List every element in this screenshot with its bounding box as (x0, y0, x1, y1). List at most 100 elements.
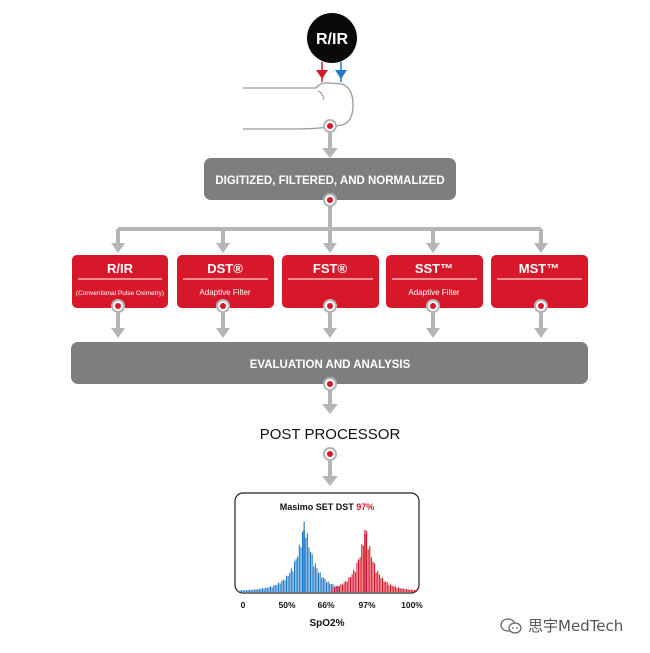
histogram-distribution (238, 521, 417, 592)
algorithm-box-rir: R/IR (Conventional Pulse Oximetry) (72, 255, 168, 308)
histogram-bar (329, 583, 331, 592)
histogram-bar (260, 588, 262, 592)
algorithm-subtitle: Adaptive Filter (408, 288, 459, 297)
histogram-bar (370, 557, 372, 592)
histogram-bar (407, 589, 409, 592)
histogram-bar (278, 582, 280, 592)
histogram-bar (327, 581, 329, 592)
histogram-bar (332, 587, 334, 592)
histogram-bar (353, 569, 355, 592)
histogram-bar (401, 588, 403, 592)
algorithm-subtitle: (Conventional Pulse Oximetry) (76, 290, 164, 297)
histogram-bar (346, 581, 348, 592)
histogram-bar (297, 556, 299, 592)
histogram-bar (276, 584, 278, 592)
algorithm-subtitle: Adaptive Filter (199, 288, 250, 297)
histogram-bar (372, 561, 374, 592)
histogram-bar (383, 581, 385, 592)
histogram-bar (356, 562, 358, 592)
post-processor-label: POST PROCESSOR (260, 426, 401, 443)
histogram-bar (330, 584, 332, 592)
histogram-bar (415, 589, 417, 592)
histogram-xlabel: SpO2% (309, 618, 344, 629)
histogram-bar (345, 581, 347, 592)
histogram-bar (386, 582, 388, 592)
histogram-bar (316, 568, 318, 592)
histogram-bar (287, 575, 289, 592)
histogram-bar (382, 577, 384, 592)
histogram-bar (314, 563, 316, 592)
histogram-bar (295, 559, 297, 592)
histogram-bar (375, 572, 377, 592)
histogram-bar (388, 585, 390, 592)
histogram-bar (273, 585, 275, 592)
histogram-bar (406, 589, 408, 592)
connector-stage2 (322, 377, 338, 414)
histogram-bar (359, 557, 361, 592)
connector-finger (322, 119, 338, 158)
histogram-bar (265, 587, 267, 592)
histogram-bar (255, 589, 257, 592)
tick-label: 0 (241, 600, 246, 610)
histogram-bar (369, 546, 371, 592)
tick-label: 66% (317, 600, 334, 610)
histogram-bar (354, 572, 356, 592)
histogram-bar (396, 588, 398, 592)
histogram-bar (271, 587, 273, 592)
algorithm-box-sst: SST™ Adaptive Filter (386, 255, 483, 308)
histogram-bar (302, 531, 304, 592)
tick-label: 100% (401, 600, 423, 610)
histogram-bar (292, 571, 294, 592)
histogram-bar (313, 566, 315, 592)
tick-label: 50% (278, 600, 295, 610)
histogram-bar (241, 590, 243, 592)
histogram-bar (358, 559, 360, 592)
histogram-bar (366, 530, 368, 592)
histogram-bar (238, 590, 240, 592)
histogram-bar (340, 584, 342, 592)
histogram-bar (310, 551, 312, 592)
histogram-bar (311, 554, 313, 592)
histogram-bar (286, 575, 288, 592)
watermark: 思宇MedTech (500, 615, 623, 636)
histogram-bar (348, 577, 350, 592)
histogram-bar (279, 583, 281, 592)
watermark-text: 思宇MedTech (528, 617, 624, 635)
stage2-banner (71, 342, 588, 384)
source-label: R/IR (316, 31, 348, 48)
histogram-bar (414, 590, 416, 592)
algorithm-title: DST® (207, 261, 243, 276)
algorithm-box-mst: MST™ (491, 255, 588, 308)
histogram-bar (258, 589, 260, 592)
histogram-bar (394, 586, 396, 592)
algorithm-box-fst: FST® (282, 255, 379, 308)
distribution-connector (111, 193, 548, 253)
histogram-bar (268, 587, 270, 592)
histogram-bar (409, 589, 411, 592)
histogram-bar (247, 590, 249, 592)
finger-outline (243, 82, 354, 130)
algorithm-title: R/IR (107, 261, 134, 276)
histogram-bar (321, 577, 323, 592)
histogram-bar (252, 589, 254, 592)
histogram-bar (289, 572, 291, 592)
histogram-bar (335, 586, 337, 592)
histogram-bar (239, 590, 241, 592)
histogram-bar (257, 588, 259, 592)
histogram-bar (249, 589, 251, 592)
algorithm-title: SST™ (415, 261, 453, 276)
histogram-bar (338, 585, 340, 592)
histogram-bar (390, 584, 392, 592)
histogram-bar (343, 582, 345, 592)
algorithm-title: FST® (313, 261, 348, 276)
histogram-bar (262, 588, 264, 592)
histogram-bar (250, 590, 252, 592)
histogram-bar (270, 586, 272, 592)
histogram-bar (308, 547, 310, 592)
histogram-bar (318, 572, 320, 592)
histogram-bar (266, 587, 268, 592)
histogram-bar (244, 590, 246, 592)
histogram-bar (374, 563, 376, 592)
histogram-bar (246, 590, 248, 592)
histogram-bar (350, 577, 352, 592)
